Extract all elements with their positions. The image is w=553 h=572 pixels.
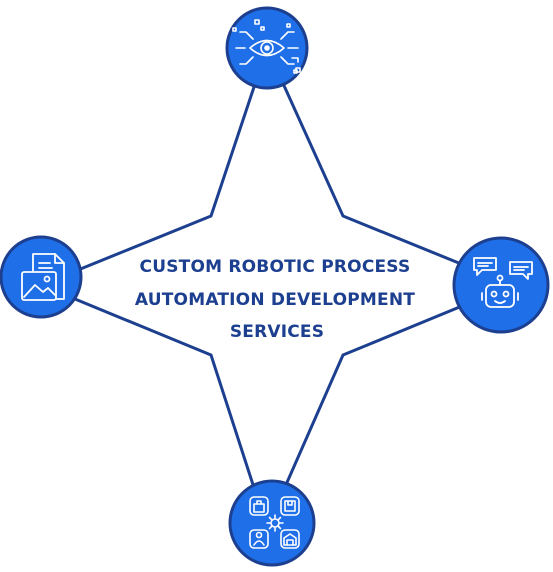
node-left [0, 235, 83, 319]
node-top [225, 6, 309, 90]
node-bottom [228, 479, 316, 567]
document-image-icon [21, 253, 65, 301]
star-outline [37, 43, 517, 533]
automation-grid-icon [249, 496, 300, 549]
title-line-1: CUSTOM ROBOTIC PROCESS [140, 257, 411, 277]
node-right [452, 236, 550, 334]
center-title: CUSTOM ROBOTIC PROCESS AUTOMATION DEVELO… [135, 257, 419, 342]
chatbot-robot-icon [473, 257, 533, 308]
title-line-2: AUTOMATION DEVELOPMENT [135, 290, 415, 310]
eye-vision-icon [232, 19, 301, 74]
title-line-3: SERVICES [230, 322, 324, 342]
